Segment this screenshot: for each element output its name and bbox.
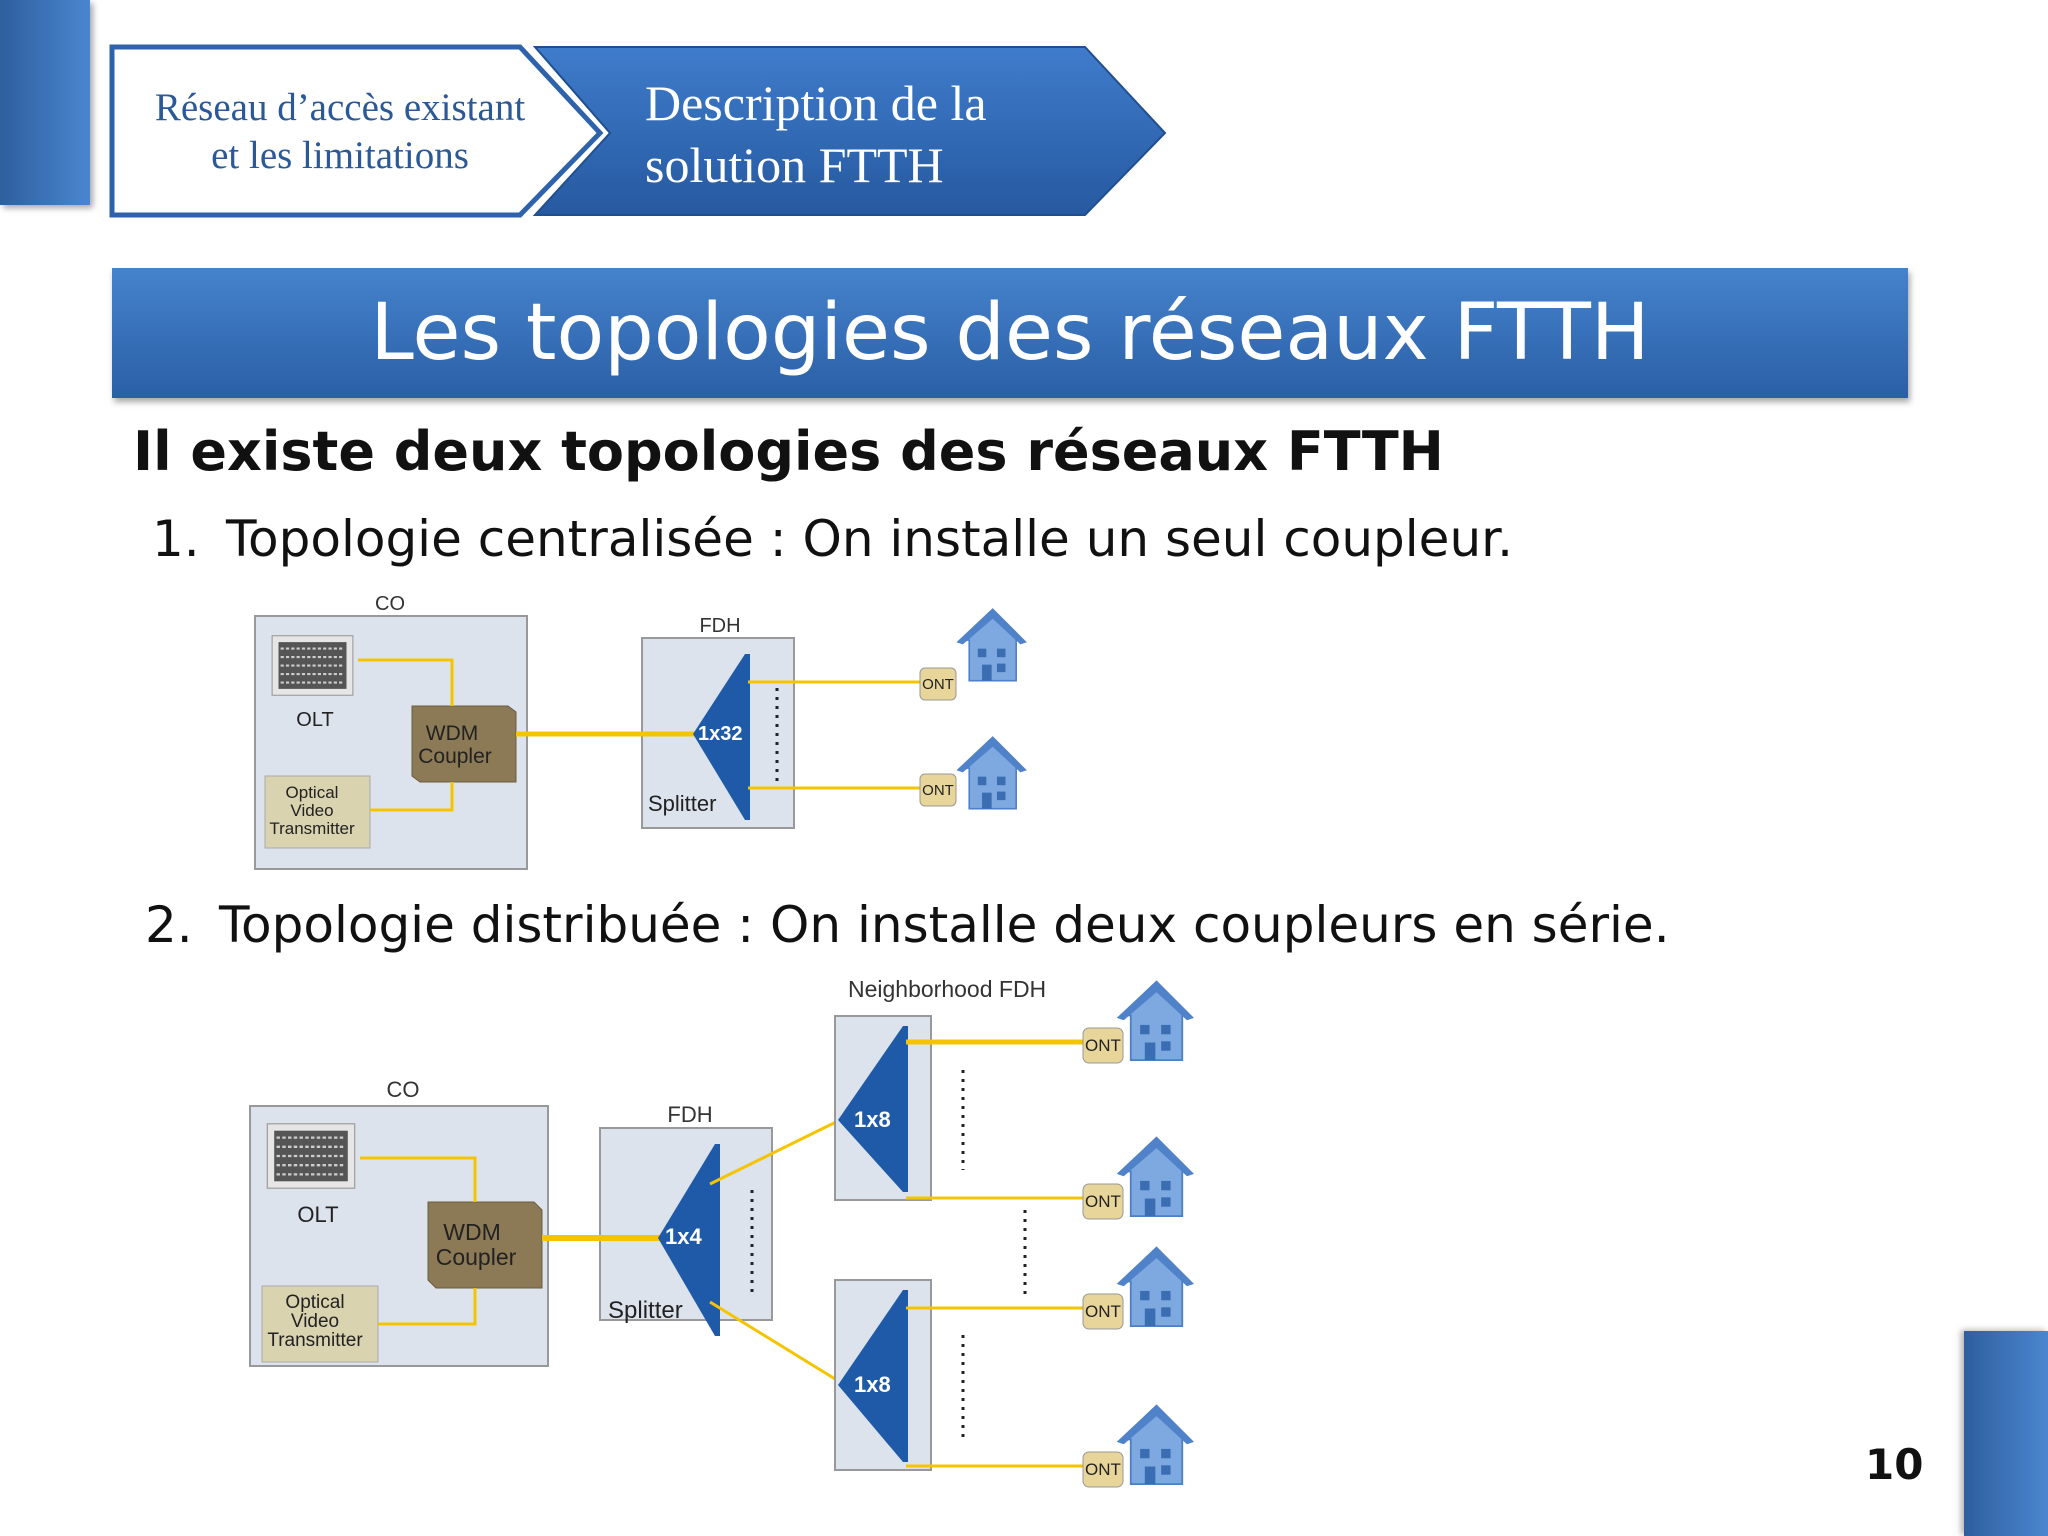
- splitter-ratio: 1x32: [698, 723, 743, 745]
- ont-device: [1082, 1451, 1124, 1488]
- ovt-label-line2: Video: [290, 801, 333, 820]
- house-icon: [955, 607, 1027, 682]
- distributed-topology-diagram: CO OLT WDM Coupler Optical Video Transmi…: [249, 976, 1194, 1488]
- nav-step-2-line2: solution FTTH: [645, 137, 944, 193]
- co-label: CO: [375, 593, 405, 615]
- slide-title-bar: Les topologies des réseaux FTTH: [112, 268, 1908, 398]
- subsplitter-ratio-1: 1x8: [854, 1107, 891, 1132]
- nav-step-2-line1: Description de la: [645, 75, 987, 131]
- list-item-number: 1.: [152, 510, 200, 568]
- fiber-olt-to-wdm: [358, 658, 454, 706]
- splitter-label: Splitter: [608, 1297, 683, 1324]
- olt-device-icon: [266, 1122, 356, 1190]
- fiber-ovt-to-wdm: [378, 1288, 477, 1326]
- subsplitter-shape-2: [838, 1290, 908, 1462]
- nav-step-1-shape[interactable]: [109, 44, 604, 218]
- slide-title: Les topologies des réseaux FTTH: [370, 288, 1650, 378]
- house-icon: [1115, 1245, 1194, 1327]
- olt-label: OLT: [297, 1202, 338, 1227]
- splitter-label: Splitter: [648, 791, 716, 816]
- ovt-label-line1: Optical: [285, 1292, 344, 1313]
- list-item-text: Topologie distribuée : On installe deux …: [219, 896, 1670, 954]
- nav-step-1-line1: Réseau d’accès existant: [154, 86, 526, 129]
- fiber-olt-to-wdm: [360, 1156, 477, 1202]
- olt-device-icon: [271, 634, 354, 697]
- fiber-splitter-to-subsplitter-1: [709, 1118, 841, 1186]
- optical-video-transmitter-box: [264, 775, 371, 849]
- fdh-label: FDH: [667, 1102, 712, 1127]
- nav-step-2-shape[interactable]: [532, 46, 1167, 216]
- wdm-label-line2: Coupler: [436, 1244, 517, 1270]
- ont-device: [1082, 1293, 1124, 1330]
- ont-label: ONT: [1085, 1192, 1121, 1211]
- ont-device: [1082, 1027, 1124, 1064]
- ont-device: [1082, 1183, 1124, 1220]
- wdm-coupler-box: [427, 1201, 543, 1289]
- co-label: CO: [387, 1077, 420, 1102]
- house-icon: [955, 735, 1027, 810]
- list-item-distributed: 2. Topologie distribuée : On installe deu…: [145, 896, 1670, 954]
- neighborhood-fdh-label: Neighborhood FDH: [848, 976, 1046, 1002]
- slide-subtitle: Il existe deux topologies des réseaux FT…: [133, 420, 1444, 483]
- ovt-label-line3: Transmitter: [267, 1330, 363, 1351]
- olt-label: OLT: [296, 709, 333, 731]
- ont-label: ONT: [922, 782, 954, 799]
- list-item-text: Topologie centralisée : On installe un s…: [226, 510, 1513, 568]
- nav-step-1-line2: et les limitations: [211, 134, 469, 177]
- house-icon: [1115, 979, 1194, 1061]
- subsplitter-ratio-2: 1x8: [854, 1372, 891, 1397]
- ont-label: ONT: [1085, 1302, 1121, 1321]
- list-item-centralized: 1. Topologie centralisée : On installe un…: [152, 510, 1513, 568]
- ont-device: [919, 667, 957, 701]
- centralized-topology-diagram: CO OLT WDM Coupler Optical Video Transmi…: [254, 593, 1027, 870]
- house-icon: [1115, 1403, 1194, 1485]
- nav-step-2-label[interactable]: Description de la solution FTTH: [645, 72, 1115, 196]
- ovt-label-line3: Transmitter: [269, 819, 355, 838]
- wdm-label-line2: Coupler: [418, 745, 492, 768]
- fiber-ovt-to-wdm: [370, 782, 454, 812]
- splitter-shape: [693, 654, 750, 820]
- wdm-label-line1: WDM: [443, 1219, 500, 1245]
- corner-accent-top-left: [0, 0, 90, 205]
- wdm-label-line1: WDM: [426, 722, 478, 745]
- optical-video-transmitter-box: [261, 1285, 379, 1363]
- list-item-number: 2.: [145, 896, 193, 954]
- ont-device: [919, 773, 957, 807]
- wdm-coupler-box: [411, 705, 517, 783]
- house-icon: [1115, 1135, 1194, 1217]
- ont-label: ONT: [1085, 1460, 1121, 1479]
- ovt-label-line1: Optical: [286, 783, 339, 802]
- fdh-label: FDH: [699, 615, 740, 637]
- subsplitter-shape-1: [838, 1026, 908, 1192]
- corner-accent-bottom-right: [1964, 1331, 2048, 1536]
- ont-label: ONT: [922, 676, 954, 693]
- page-number: 10: [1865, 1440, 1924, 1489]
- fiber-splitter-to-subsplitter-2: [709, 1300, 841, 1384]
- ovt-label-line2: Video: [291, 1311, 339, 1332]
- splitter-ratio: 1x4: [665, 1224, 702, 1249]
- ont-label: ONT: [1085, 1036, 1121, 1055]
- nav-chevrons: [109, 44, 1167, 218]
- splitter-shape: [658, 1144, 720, 1336]
- nav-step-1-label[interactable]: Réseau d’accès existant et les limitatio…: [130, 84, 550, 180]
